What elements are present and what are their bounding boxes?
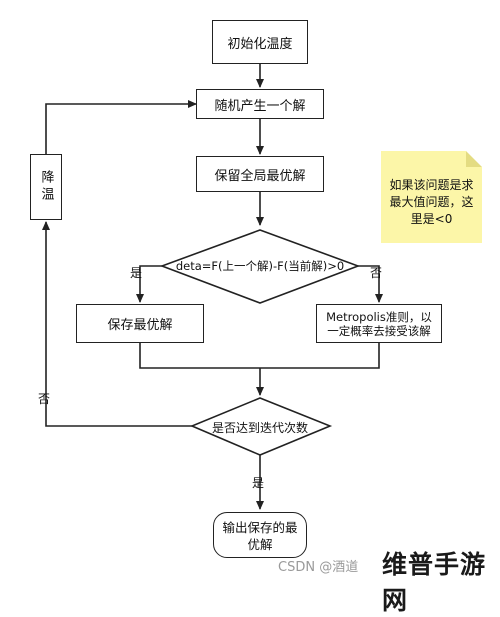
no-label-2: 否 bbox=[38, 392, 51, 406]
random-solution-box: 随机产生一个解 bbox=[196, 89, 324, 119]
edge-decision1-no bbox=[358, 265, 383, 303]
no-label-1: 否 bbox=[370, 266, 383, 280]
watermark: CSDN @酒道 bbox=[278, 560, 359, 575]
init-box: 初始化温度 bbox=[212, 20, 308, 64]
edge-decision2-no bbox=[42, 221, 192, 427]
brand-logo: 维普手游网 bbox=[382, 550, 487, 615]
edge-decision1-yes bbox=[136, 265, 162, 303]
sticky-note-fold bbox=[466, 151, 482, 167]
sticky-note-text: 如果该问题是求最大值问题，这里是<0 bbox=[389, 178, 474, 226]
output-terminal: 输出保存的最优解 bbox=[213, 512, 307, 558]
decision2-label: 是否达到迭代次数 bbox=[211, 421, 308, 435]
yes-label-2: 是 bbox=[252, 476, 265, 490]
cool-down-box: 降温 bbox=[30, 154, 62, 220]
metropolis-box: Metropolis准则，以一定概率去接受该解 bbox=[316, 304, 442, 343]
flowchart-connectors bbox=[42, 64, 383, 510]
edge-savebest-merge bbox=[139, 343, 260, 369]
edge-metropolis-merge bbox=[260, 343, 380, 369]
sticky-note: 如果该问题是求最大值问题，这里是<0 bbox=[381, 151, 482, 243]
decision1-shape bbox=[159, 229, 361, 304]
keep-global-best-box: 保留全局最优解 bbox=[196, 156, 324, 192]
yes-label-1: 是 bbox=[130, 266, 143, 280]
save-best-box: 保存最优解 bbox=[76, 304, 204, 343]
decision1-label: deta=F(上一个解)-F(当前解)>0 bbox=[175, 259, 345, 273]
edge-cool-to-random bbox=[45, 100, 197, 154]
cool-down-label: 降温 bbox=[38, 170, 54, 204]
